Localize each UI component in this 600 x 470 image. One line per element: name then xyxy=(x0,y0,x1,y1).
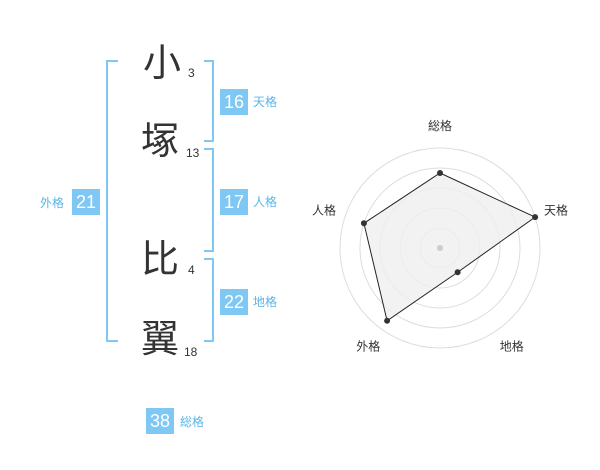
radar-axis-label-5: 人格 xyxy=(312,202,336,217)
jinkaku-label: 人格 xyxy=(253,195,278,209)
stroke-count-4: 18 xyxy=(184,345,198,359)
name-char-2: 塚 xyxy=(141,119,180,163)
chikaku-bracket xyxy=(204,258,214,342)
radar-axis-label-3: 地格 xyxy=(500,339,524,354)
radar-axis-label-1: 総格 xyxy=(428,118,452,133)
stroke-count-2: 13 xyxy=(186,146,200,160)
chikaku-label: 地格 xyxy=(253,295,278,309)
name-char-3: 比 xyxy=(141,237,180,281)
tenkaku-bracket xyxy=(204,60,214,142)
stroke-count-3: 4 xyxy=(188,263,195,277)
gaikaku-value: 21 xyxy=(72,189,100,215)
gaikaku-bracket xyxy=(106,60,118,342)
jinkaku-bracket xyxy=(204,148,214,252)
radar-point-5 xyxy=(360,220,367,227)
radar-center-dot xyxy=(437,245,443,251)
chikaku-value: 22 xyxy=(220,289,248,315)
radar-axis-label-4: 外格 xyxy=(356,339,380,354)
radar-ring xyxy=(339,147,541,349)
soukaku-label: 総格 xyxy=(180,415,205,429)
tenkaku-value: 16 xyxy=(220,89,248,115)
jinkaku-value: 17 xyxy=(220,189,248,215)
stroke-count-1: 3 xyxy=(188,66,195,80)
radar-axis-label-2: 天格 xyxy=(544,202,568,217)
soukaku-value: 38 xyxy=(146,408,174,434)
name-char-4: 翼 xyxy=(141,317,180,361)
name-char-1: 小 xyxy=(143,41,182,85)
radar-point-3 xyxy=(454,269,461,276)
tenkaku-label: 天格 xyxy=(253,95,278,109)
radar-polygon xyxy=(363,172,537,322)
radar-point-2 xyxy=(532,214,539,221)
gaikaku-label: 外格 xyxy=(40,196,65,210)
radar-ring xyxy=(359,167,521,329)
radar-point-4 xyxy=(384,317,391,324)
radar-point-1 xyxy=(437,170,443,176)
